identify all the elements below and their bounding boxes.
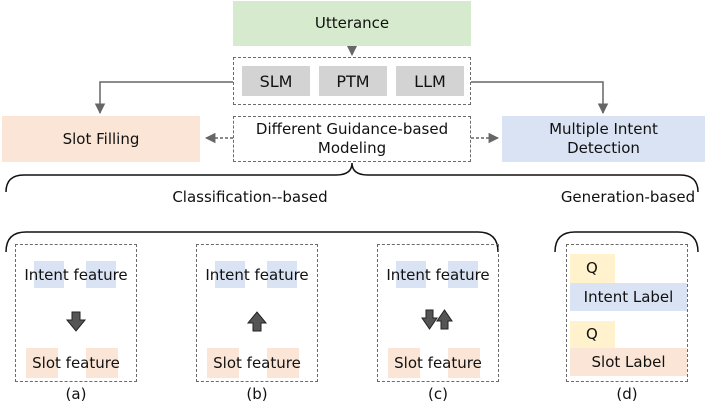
- panel-a-intent-block-left: [34, 261, 64, 288]
- panel-b-slot-feature: Slot feature: [213, 354, 301, 372]
- guidance-line-1: Different Guidance-based: [255, 120, 449, 138]
- panel-a-intent-feature: Intent feature: [24, 266, 128, 284]
- panel-c-slot-block-right: [448, 348, 480, 378]
- panel-b-slot-block-right: [267, 348, 299, 378]
- panel-a-intent-block-right: [86, 261, 116, 288]
- generation-label: Generation-based: [560, 188, 696, 206]
- generation-brace: [554, 231, 699, 253]
- panel-c-up-arrow: [436, 309, 453, 330]
- panel-b-caption: (b): [246, 385, 268, 403]
- intent-line-2: Detection: [567, 139, 640, 157]
- model-chip-ptm: PTM: [319, 66, 387, 96]
- panel-c-caption: (c): [428, 385, 448, 403]
- panel-d-caption: (d): [616, 385, 638, 403]
- panel-d-q-bottom: Q: [570, 321, 615, 348]
- panel-b-slot-block-left: [207, 348, 239, 378]
- panel-a-down-arrow: [65, 311, 87, 332]
- guidance-modeling-box: Different Guidance-based Modeling: [233, 116, 471, 162]
- model-chip-slm: SLM: [242, 66, 310, 96]
- panel-b-intent-block-left: [215, 261, 245, 288]
- panel-a-slot-block-right: [86, 348, 118, 378]
- panel-d-q-top: Q: [570, 254, 615, 283]
- panel-c-slot-feature: Slot feature: [394, 354, 482, 372]
- panel-c: [377, 244, 499, 382]
- models-box: [233, 57, 471, 105]
- panel-b-intent-feature: Intent feature: [205, 266, 309, 284]
- models-to-intent-detection-arrow: [471, 81, 609, 115]
- panel-d-intent-label: Intent Label: [570, 283, 687, 311]
- classification-label: Classification--based: [172, 188, 328, 206]
- slot-filling-box: Slot Filling: [2, 116, 200, 162]
- models-to-slot-filling-arrow: [94, 81, 233, 115]
- panel-c-slot-block-left: [388, 348, 420, 378]
- panel-b: [196, 244, 318, 382]
- panel-a: [15, 244, 137, 382]
- intent-line-1: Multiple Intent: [549, 120, 658, 138]
- panel-d: [566, 244, 688, 382]
- utterance-box: Utterance: [233, 1, 471, 46]
- multiple-intent-detection-box: Multiple Intent Detection: [502, 116, 705, 162]
- panel-b-intent-block-right: [267, 261, 297, 288]
- panel-d-slot-label: Slot Label: [570, 348, 687, 376]
- panel-a-caption: (a): [65, 385, 87, 403]
- panel-c-intent-block-left: [396, 261, 426, 288]
- panel-c-intent-feature: Intent feature: [386, 266, 490, 284]
- panel-a-slot-feature: Slot feature: [32, 354, 120, 372]
- panel-c-down-arrow: [421, 309, 438, 330]
- guidance-line-2: Modeling: [317, 139, 387, 157]
- classification-brace: [5, 231, 499, 253]
- panel-a-slot-block-left: [26, 348, 58, 378]
- top-brace: [5, 162, 699, 193]
- panel-b-up-arrow: [246, 311, 268, 332]
- model-chip-llm: LLM: [396, 66, 464, 96]
- panel-c-intent-block-right: [448, 261, 478, 288]
